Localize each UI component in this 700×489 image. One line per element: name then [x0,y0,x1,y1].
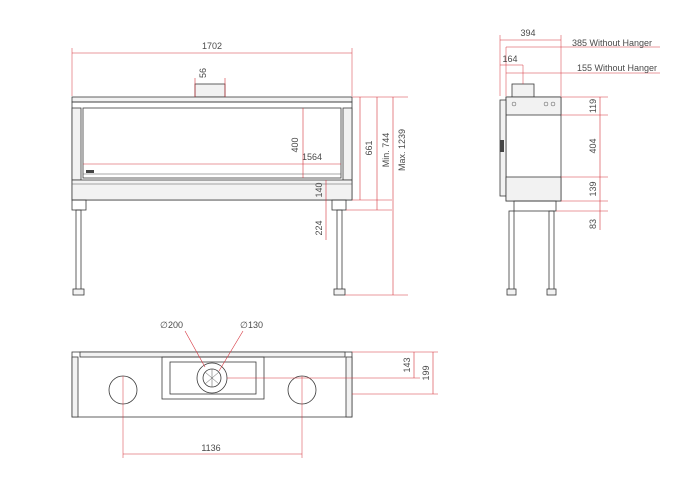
label-max-total: Max. 1239 [397,129,407,171]
side-flue-collar [511,83,535,98]
front-left-leg [75,209,82,291]
label-leg-height: 224 [314,220,324,235]
top-flue-baffle [204,369,220,387]
side-right-foot [546,288,557,296]
label-hole-spacing: 1136 [201,443,220,453]
front-view [71,83,353,296]
side-screw-2 [543,101,549,107]
label-flue-depth-inner: 143 [402,357,412,372]
side-lower-band [505,176,562,202]
leader-inner-flue [218,330,244,372]
label-depth-no-hanger: 385 Without Hanger [572,38,652,48]
top-dimensions: ∅ 200 ∅ 130 143 199 1136 [122,320,438,458]
label-flue-no-hanger: 155 Without Hanger [577,63,657,73]
side-dimensions: 394 385 Without Hanger 164 155 Without H… [499,28,660,230]
top-view [71,351,353,418]
side-right-leg [548,210,555,292]
label-depth: 394 [520,28,535,38]
front-dimensions: 1702 56 1564 400 140 224 661 Min. 744 Ma… [71,41,408,296]
front-left-bracket [71,199,87,211]
front-right-foot [333,288,346,296]
side-left-leg [508,210,515,292]
label-glass-width: 1564 [302,152,322,162]
top-right-end [345,356,353,418]
front-right-bracket [331,199,347,211]
front-flue-collar [194,83,226,98]
label-min-height: 661 [364,140,374,155]
label-flue-depth-outer: 199 [421,365,431,380]
side-left-foot [506,288,517,296]
front-glass [82,107,342,179]
label-flue-width: 56 [198,68,208,78]
side-hanger-latch [500,140,504,152]
leader-outer-flue [184,330,206,368]
front-left-column [71,107,82,181]
label-outer-flue-diameter: 200 [168,320,183,330]
side-view [499,83,562,296]
label-overall-width: 1702 [202,41,222,51]
front-lower-band [71,179,353,201]
label-inner-flue-diameter: 130 [248,320,263,330]
label-side-base-height: 83 [588,219,598,229]
label-glass-height: 400 [290,137,300,152]
label-lower-height: 139 [588,181,598,196]
side-screw-1 [511,101,517,107]
side-screw-3 [550,101,556,107]
front-top-plate [71,96,353,103]
diameter-symbol-outer: ∅ [160,320,168,330]
top-left-end [71,356,79,418]
label-side-glass-height: 404 [588,138,598,153]
top-back-rail [79,351,346,358]
side-bracket [513,200,557,212]
label-base-height: 140 [314,182,324,197]
label-flue-offset: 164 [502,54,517,64]
front-logo-plate [86,170,94,173]
label-top-height: 119 [588,99,598,113]
label-min-total: Min. 744 [381,133,391,168]
front-right-leg [336,209,343,291]
front-left-foot [72,288,85,296]
diameter-symbol-inner: ∅ [240,320,248,330]
front-right-column [342,107,353,181]
